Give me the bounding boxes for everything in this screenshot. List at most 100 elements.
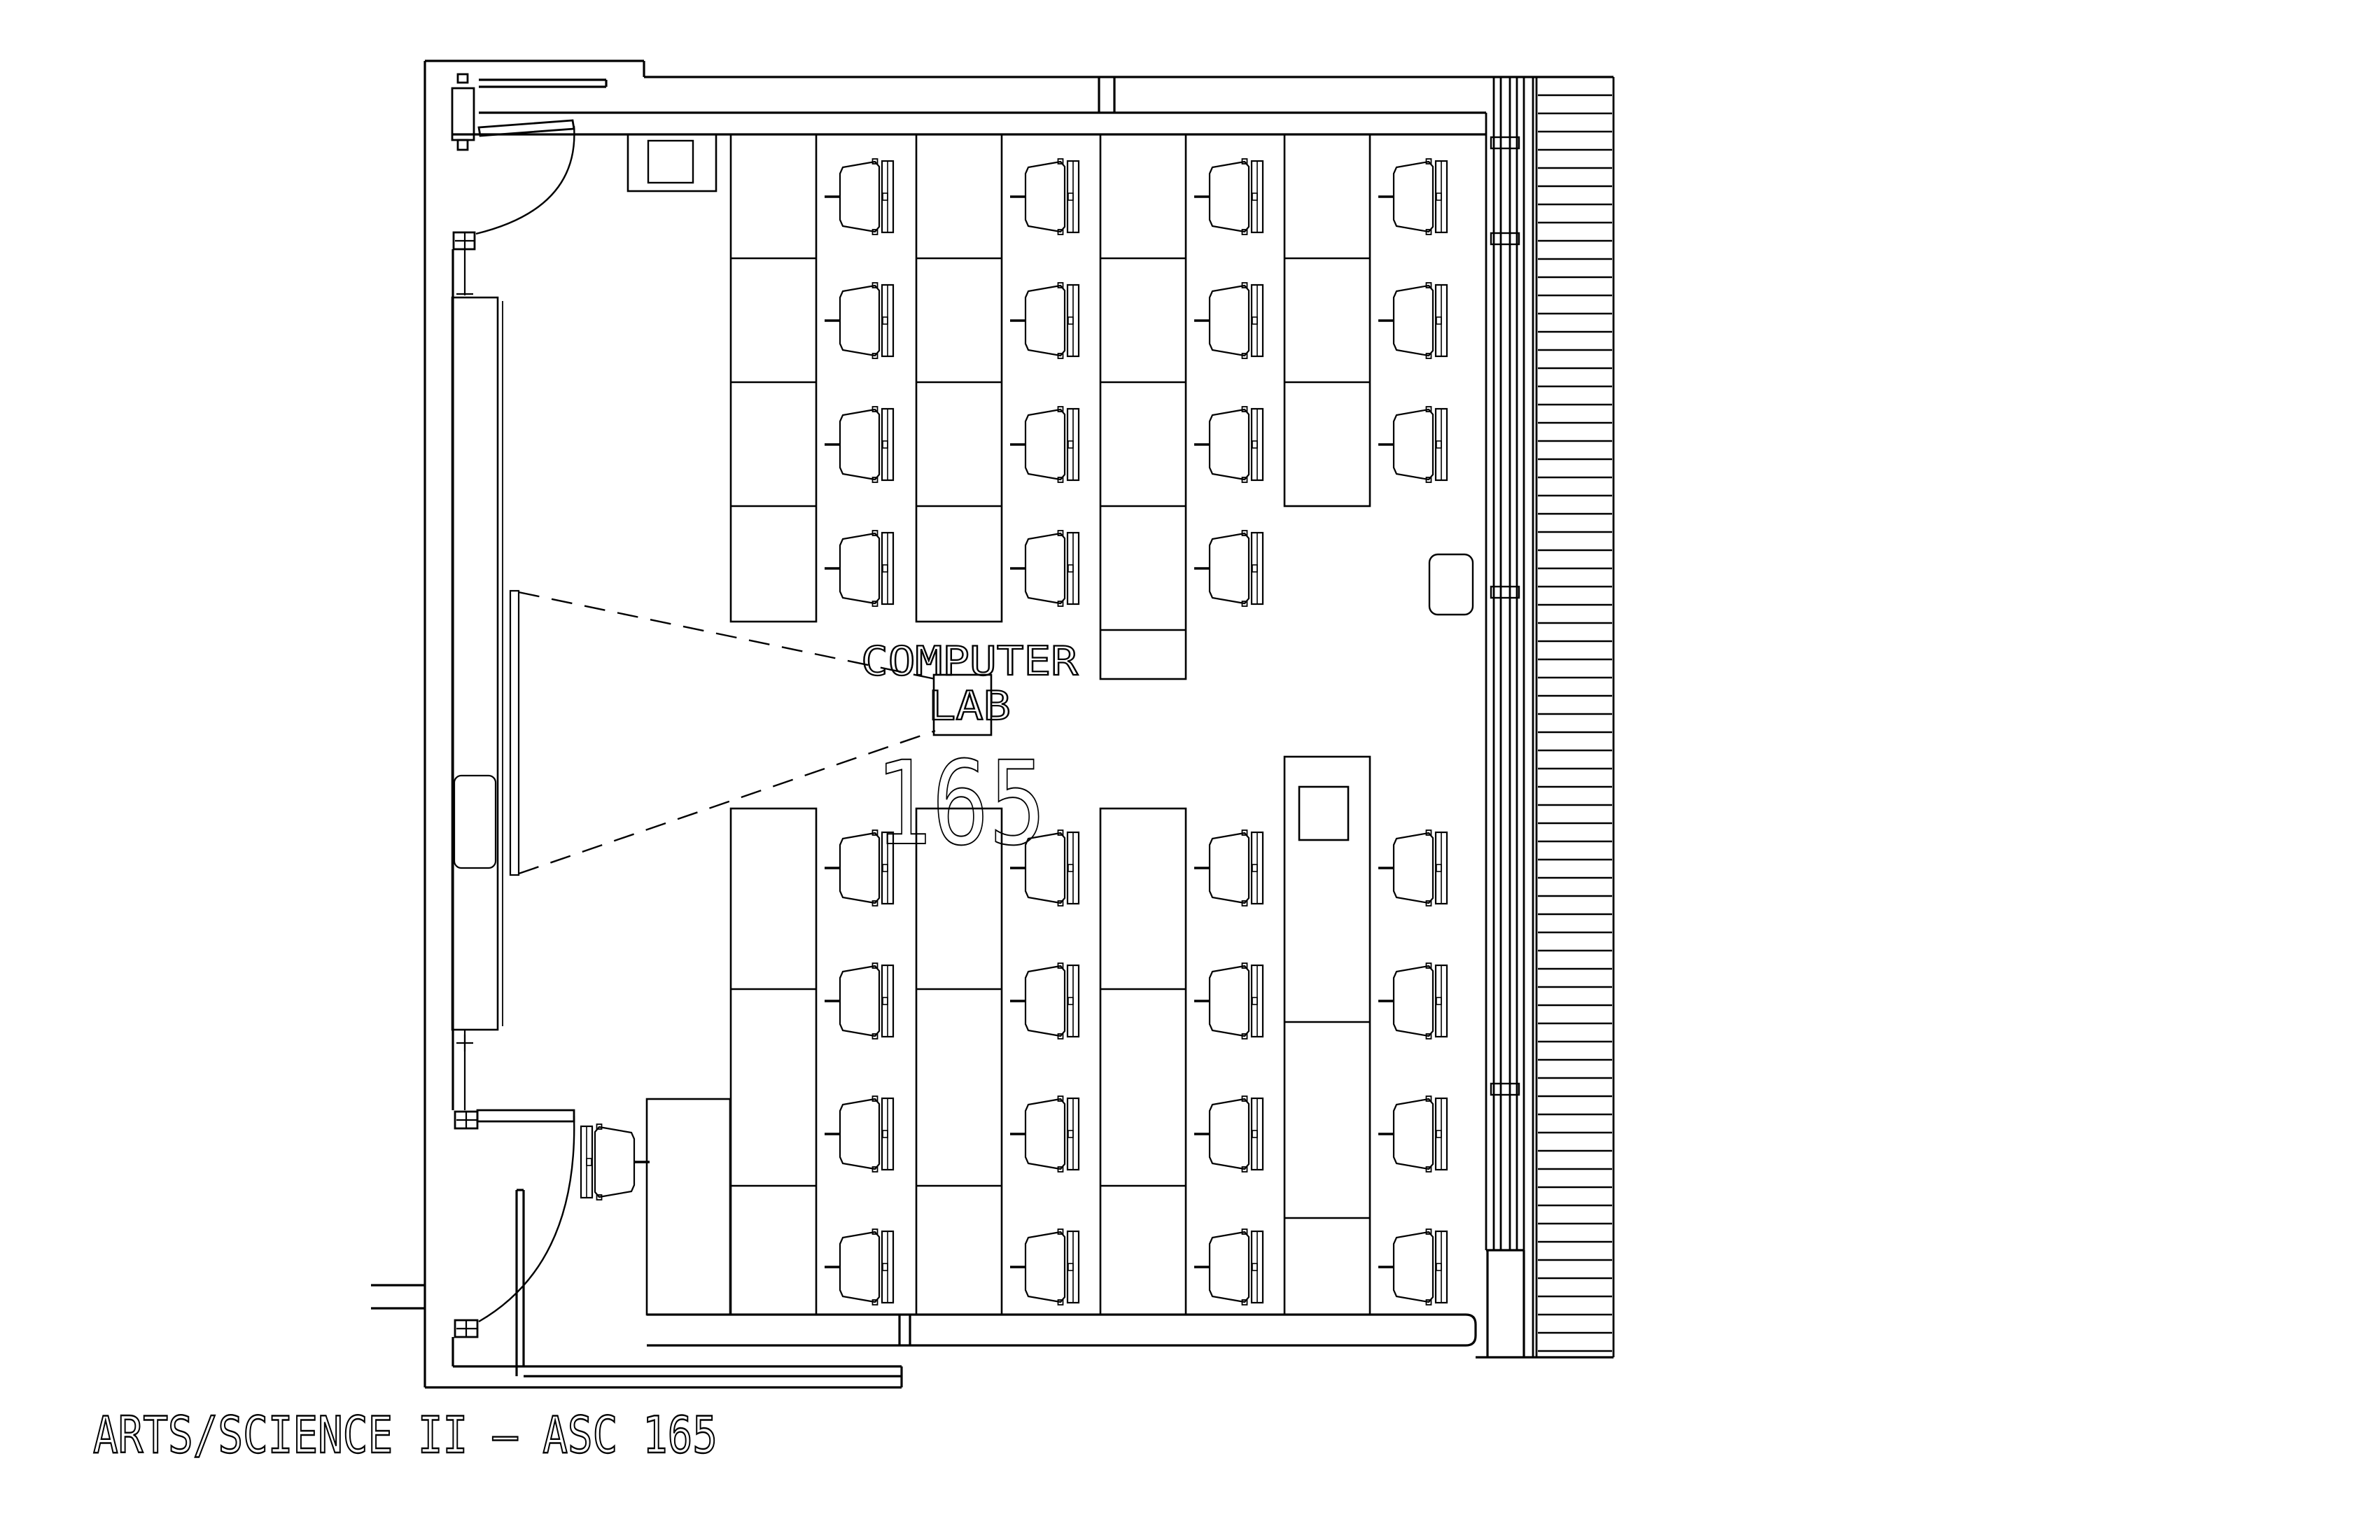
chair-nub: [1241, 530, 1248, 536]
chair-nub: [1425, 406, 1432, 412]
chair-nub: [1425, 1096, 1432, 1102]
chair-nub: [872, 158, 878, 164]
chair-nub: [1425, 282, 1432, 288]
chair-backrest-notch: [1068, 997, 1074, 1005]
chair-nub: [1241, 1033, 1248, 1040]
room-number: 165: [875, 736, 1046, 871]
chair-seat: [594, 1126, 636, 1198]
chair-seat: [1208, 1098, 1250, 1170]
waste-bin: [1428, 553, 1474, 616]
chair-nub: [1241, 406, 1248, 412]
chair-nub: [872, 1299, 878, 1306]
chair-backrest-notch: [1252, 1130, 1258, 1138]
chair-nub: [1241, 1166, 1248, 1172]
mullion-tick: [1490, 136, 1520, 150]
chair-backrest-notch: [1068, 564, 1074, 573]
chair-nub: [872, 1228, 878, 1235]
chair-backrest-notch: [882, 1130, 888, 1138]
chair-nub: [872, 900, 878, 906]
chair-nub: [596, 1194, 603, 1200]
chair-nub: [1425, 158, 1432, 164]
chair-nub: [1241, 962, 1248, 969]
marker-board: [451, 296, 503, 1031]
chair-backrest-notch: [1436, 440, 1442, 449]
projector: [932, 673, 993, 736]
chair-seat: [839, 832, 881, 904]
chair-nub: [1425, 1228, 1432, 1235]
chair-nub: [872, 282, 878, 288]
projection-screen: [509, 589, 520, 876]
chair-nub: [1057, 406, 1064, 412]
chair-nub: [1241, 229, 1248, 235]
chair-nub: [1057, 1096, 1064, 1102]
chair-seat: [1024, 160, 1066, 233]
room-label-lab: LAB: [928, 683, 1011, 729]
chair-backrest-notch: [882, 564, 888, 573]
chair-nub: [872, 962, 878, 969]
desk-column: [1099, 133, 1187, 680]
chair-backrest-notch: [882, 864, 888, 872]
chair-backrest-notch: [1436, 1263, 1442, 1271]
chair-nub: [1425, 1166, 1432, 1172]
console-inner: [647, 139, 694, 184]
chair-nub: [596, 1124, 603, 1130]
chair-backrest-notch: [1068, 316, 1074, 325]
chair-nub: [1241, 1096, 1248, 1102]
chair-nub: [1241, 353, 1248, 359]
chair-nub: [872, 353, 878, 359]
south-band-endcap: [1432, 1313, 1477, 1347]
chair-backrest-notch: [586, 1158, 592, 1166]
chair-nub: [1241, 1299, 1248, 1306]
chair-seat: [1024, 1231, 1066, 1303]
chair-seat: [1208, 832, 1250, 904]
instructor-podium: [645, 1098, 732, 1316]
desk-column: [729, 133, 818, 623]
chair-backrest-notch: [1436, 192, 1442, 201]
wall-console: [626, 133, 718, 192]
board-panel: [453, 774, 497, 869]
door-swing-arc: [478, 1115, 575, 1323]
chair-seat: [839, 408, 881, 481]
chair-seat: [1208, 284, 1250, 357]
chair-seat: [1208, 532, 1250, 605]
chair-nub: [1057, 1299, 1064, 1306]
chair-seat: [1024, 832, 1066, 904]
chair-seat: [839, 965, 881, 1037]
chair-nub: [1425, 830, 1432, 836]
chair-nub: [1425, 900, 1432, 906]
chair-backrest-notch: [1252, 997, 1258, 1005]
chair-seat: [1208, 1231, 1250, 1303]
chair-nub: [872, 1033, 878, 1040]
chair-nub: [1057, 1228, 1064, 1235]
chair-seat: [839, 1231, 881, 1303]
chair-nub: [1057, 530, 1064, 536]
chair-nub: [1241, 282, 1248, 288]
chair-seat: [1392, 832, 1434, 904]
chair-nub: [872, 601, 878, 607]
chair-nub: [1241, 477, 1248, 483]
instructor-podium: [645, 1098, 732, 1316]
chair-nub: [1425, 477, 1432, 483]
chair-nub: [872, 1166, 878, 1172]
chair-backrest-notch: [1436, 864, 1442, 872]
chair-backrest-notch: [1252, 1263, 1258, 1271]
chair-nub: [1057, 900, 1064, 906]
desk-columns: [729, 133, 1371, 1316]
desk-column: [1283, 755, 1371, 1316]
chair-nub: [872, 229, 878, 235]
marker-board: [451, 296, 499, 1031]
chair-seat: [1392, 1231, 1434, 1303]
chair-backrest-notch: [1068, 1263, 1074, 1271]
desk-column: [1283, 133, 1371, 507]
projection-screen: [509, 589, 520, 876]
chair-seat: [1024, 1098, 1066, 1170]
desk-column: [915, 807, 1003, 1316]
chair-nub: [1241, 1228, 1248, 1235]
chair-backrest-notch: [882, 997, 888, 1005]
chair-backrest-notch: [882, 192, 888, 201]
desk-column: [729, 807, 818, 1316]
chair-seat: [1392, 408, 1434, 481]
waste-bin: [1428, 553, 1474, 616]
chair-seat: [1024, 408, 1066, 481]
